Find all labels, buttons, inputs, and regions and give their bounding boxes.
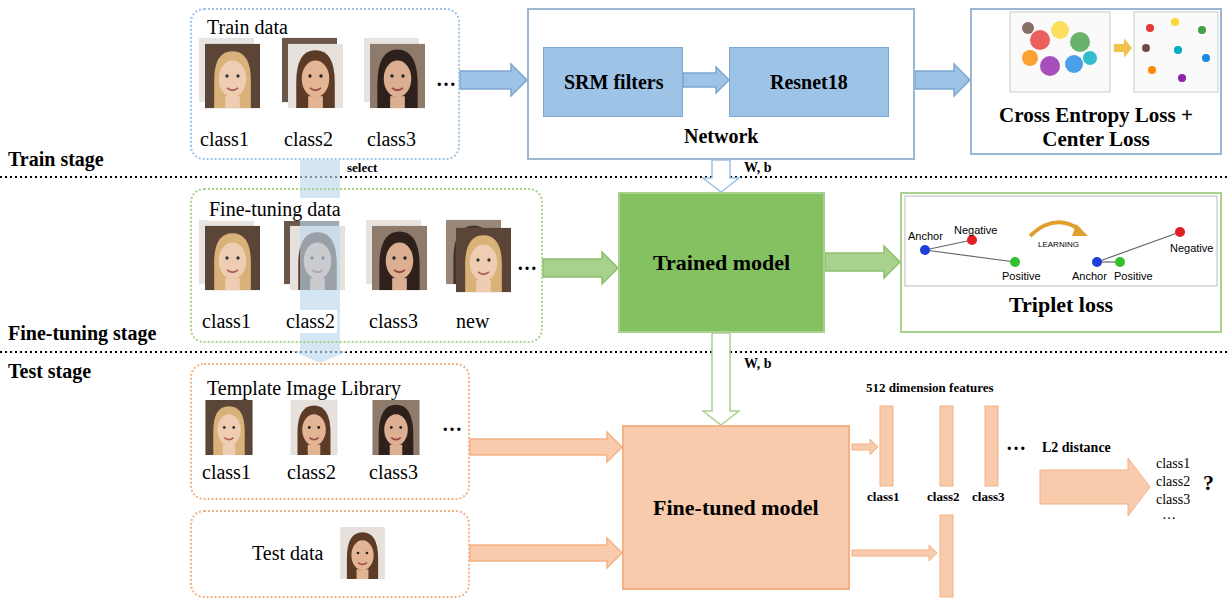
model-box: Trained model xyxy=(618,192,825,333)
vector-label: class3 xyxy=(972,490,1005,505)
node-text: class3 xyxy=(369,461,418,484)
filter-box: SRM filters xyxy=(543,47,683,117)
result-class: class3 xyxy=(1156,492,1190,508)
node-text: class2 xyxy=(284,128,333,151)
library-box: Template Image Library class1 class2 class3… xyxy=(190,363,470,500)
node-text: Network xyxy=(684,125,758,148)
question-mark: ? xyxy=(1203,470,1214,495)
node-text: Negative xyxy=(1170,242,1213,255)
vector-label: class1 xyxy=(867,490,900,505)
result-class: class2 xyxy=(1156,474,1190,490)
data-box: Test data xyxy=(190,510,470,598)
stage-divider xyxy=(0,176,1228,178)
flow-arrow xyxy=(460,64,527,96)
node-text: class2 xyxy=(284,310,337,333)
flow-arrow xyxy=(470,432,622,462)
model-box: Fine-tuned model xyxy=(622,425,850,590)
flow-arrow xyxy=(915,64,970,96)
node-text: Triplet loss xyxy=(1009,292,1113,317)
node-text: Train data xyxy=(207,16,288,39)
node-text: Fine-tuned model xyxy=(653,495,819,520)
flow-arrow xyxy=(683,67,729,93)
node-text: class2 xyxy=(287,461,336,484)
node-text: Template Image Library xyxy=(207,377,401,400)
node-text: LEARNING xyxy=(1038,240,1079,249)
face-images xyxy=(199,220,511,292)
node-text: Anchor xyxy=(908,230,943,243)
node-text: class1 xyxy=(200,310,253,333)
stage-label: Fine-tuning stage xyxy=(8,322,156,345)
stage-label: Train stage xyxy=(8,148,104,171)
node-text: … xyxy=(442,413,462,436)
node-text: class1 xyxy=(200,128,249,151)
edge-label: select xyxy=(345,161,379,176)
node-text: SRM filters xyxy=(564,71,663,94)
edge-label: W, b xyxy=(742,356,774,372)
node-text: Fine-tuning data xyxy=(207,198,343,221)
ellipsis: … xyxy=(1006,432,1026,455)
triplet-illustration xyxy=(905,196,1217,286)
stage-label: Test stage xyxy=(8,360,91,383)
result-class: class1 xyxy=(1156,456,1190,472)
node-text: Test data xyxy=(252,542,323,565)
flow-arrow xyxy=(825,246,900,278)
loss-box: Cross Entropy Loss + Center Loss xyxy=(970,8,1222,155)
feature-caption: 512 dimension features xyxy=(866,381,994,396)
data-box: Fine-tuning data class1 class2 class3 new … xyxy=(190,188,543,343)
cluster-illustration xyxy=(1010,12,1218,92)
stage-divider xyxy=(0,351,1228,353)
node-text: Negative xyxy=(954,224,997,237)
face-image xyxy=(340,527,385,579)
node-text: class3 xyxy=(367,310,420,333)
edge-label: W, b xyxy=(742,160,774,176)
node-text: Resnet18 xyxy=(770,71,848,94)
node-text: … xyxy=(436,68,456,91)
face-images xyxy=(205,400,419,455)
flow-arrow xyxy=(703,333,739,425)
distance-label: L2 distance xyxy=(1042,440,1111,456)
loss-box: NegativeAnchorPositiveLEARNINGNegativeAn… xyxy=(900,192,1222,333)
node-text: new xyxy=(454,310,491,333)
node-text: Cross Entropy Loss + Center Loss xyxy=(996,103,1196,151)
flow-arrow xyxy=(703,160,739,192)
node-text: Positive xyxy=(1002,270,1041,283)
backbone-box: Resnet18 xyxy=(729,47,889,117)
node-text: class1 xyxy=(202,461,251,484)
network-box: SRM filters Resnet18Network xyxy=(527,8,915,160)
flow-arrow xyxy=(470,538,622,568)
face-images xyxy=(199,38,425,108)
node-text: Positive xyxy=(1114,270,1153,283)
node-text: Trained model xyxy=(653,250,790,275)
node-text: Anchor xyxy=(1072,270,1107,283)
node-text: class3 xyxy=(367,128,416,151)
flow-arrow xyxy=(543,252,618,284)
node-text: … xyxy=(517,252,537,275)
data-box: Train data class1 class2 class3 … xyxy=(190,8,460,160)
distance-arrow xyxy=(1040,458,1150,516)
vector-label: class2 xyxy=(927,490,960,505)
ellipsis: … xyxy=(1162,507,1176,523)
